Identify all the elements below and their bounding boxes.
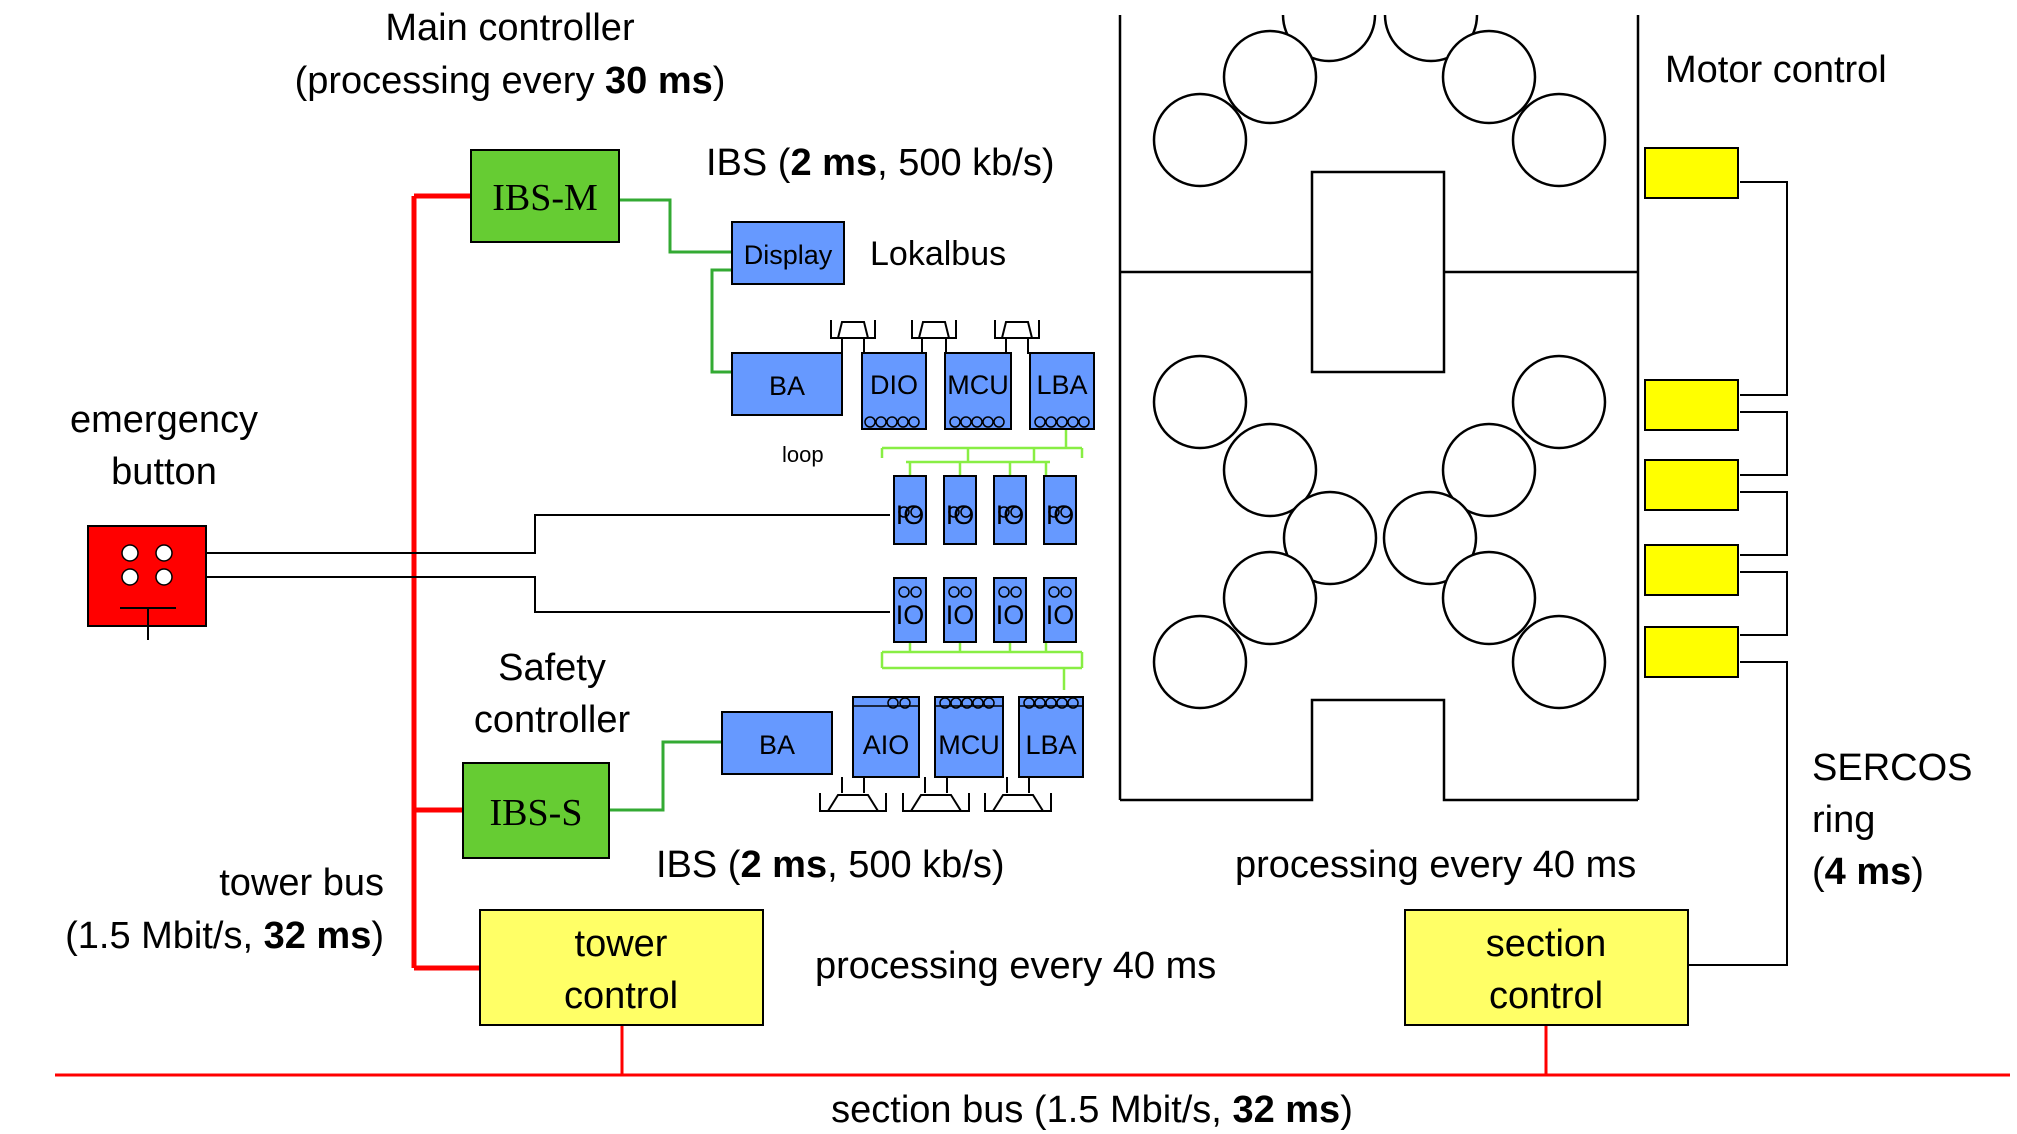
io-modules-upper: IO IO IO IO <box>893 475 1077 545</box>
ba-bottom-label: BA <box>759 730 795 760</box>
sercos-label-line1: SERCOS <box>1812 747 1972 789</box>
tower-bus-label-line1: tower bus <box>219 862 384 904</box>
emergency-label-line2: button <box>111 451 217 493</box>
emergency-label-line1: emergency <box>70 399 258 441</box>
io-module: IO <box>993 577 1027 643</box>
roller <box>1441 422 1537 518</box>
svg-text:IO: IO <box>946 600 975 630</box>
mcu-module-bottom: MCU <box>934 696 1004 778</box>
svg-text:IO: IO <box>1046 600 1075 630</box>
motor-drive <box>1644 379 1739 431</box>
roller <box>1222 29 1318 125</box>
roller <box>1382 490 1478 586</box>
roller <box>1511 92 1607 188</box>
main-controller-processing: (processing every 30 ms) <box>295 60 726 102</box>
io-module: IO <box>893 475 927 545</box>
ibs-bottom-label: IBS (2 ms, 500 kb/s) <box>656 844 1005 886</box>
io-module: IO <box>1043 577 1077 643</box>
svg-text:tower: tower <box>575 923 668 965</box>
safety-controller-line2: controller <box>474 699 631 741</box>
motor-drive <box>1644 459 1739 511</box>
ibs-top-label: IBS (2 ms, 500 kb/s) <box>706 142 1055 184</box>
main-controller-title: Main controller <box>385 7 635 49</box>
io-module: IO <box>943 577 977 643</box>
ibs-s-controller: IBS-S <box>462 762 610 859</box>
lba-module-bottom: LBA <box>1018 696 1084 778</box>
ba-top-label: BA <box>769 371 805 401</box>
lba-top-label: LBA <box>1036 370 1087 400</box>
section-processing-label: processing every 40 ms <box>1235 844 1636 886</box>
display-label: Display <box>744 240 833 270</box>
svg-text:control: control <box>564 975 678 1017</box>
svg-text:section: section <box>1486 923 1606 965</box>
motor-drives <box>1644 147 1739 678</box>
motor-control-label: Motor control <box>1665 49 1887 91</box>
lba-module-top: LBA <box>1029 352 1095 430</box>
section-control: section control <box>1404 909 1689 1026</box>
loop-connections <box>880 428 1084 690</box>
aio-label: AIO <box>863 730 910 760</box>
ibs-m-controller: IBS-M <box>470 149 620 243</box>
safety-controller-line1: Safety <box>498 647 606 689</box>
roller <box>1222 550 1318 646</box>
lba-bottom-label: LBA <box>1025 730 1076 760</box>
section-bus-label: section bus (1.5 Mbit/s, 32 ms) <box>831 1089 1353 1131</box>
roller <box>1152 92 1248 188</box>
sercos-label-line2: ring <box>1812 799 1875 841</box>
svg-text:IO: IO <box>896 600 925 630</box>
roller <box>1152 614 1248 710</box>
connectors-bottom <box>819 777 1052 812</box>
loop-label: loop <box>782 442 824 467</box>
sercos-label-line3: (4 ms) <box>1812 851 1924 893</box>
aio-module: AIO <box>852 696 920 778</box>
io-modules-lower: IO IO IO IO <box>893 577 1077 643</box>
io-module: IO <box>893 577 927 643</box>
ibs-link-lines <box>610 198 732 812</box>
motor-drive <box>1644 544 1739 596</box>
tower-bus-label-line2: (1.5 Mbit/s, 32 ms) <box>65 915 384 957</box>
io-module: IO <box>993 475 1027 545</box>
io-module: IO <box>1043 475 1077 545</box>
display-module: Display <box>731 221 845 285</box>
dio-module: DIO <box>861 352 927 430</box>
roller <box>1511 354 1607 450</box>
roller <box>1152 354 1248 450</box>
sercos-ring-wiring <box>1688 181 1788 966</box>
io-module: IO <box>943 475 977 545</box>
machine-outline <box>1118 15 1640 802</box>
svg-text:IO: IO <box>996 600 1025 630</box>
svg-text:control: control <box>1489 975 1603 1017</box>
roller <box>1282 490 1378 586</box>
roller <box>1222 422 1318 518</box>
mcu-top-label: MCU <box>947 370 1009 400</box>
mcu-bottom-label: MCU <box>938 730 1000 760</box>
emergency-wiring <box>130 514 890 640</box>
lokalbus-label: Lokalbus <box>870 235 1006 273</box>
roller <box>1441 550 1537 646</box>
machine-rollers <box>1152 14 1607 710</box>
motor-drive <box>1644 626 1739 678</box>
ibs-s-label: IBS-S <box>490 792 583 834</box>
mcu-module-top: MCU <box>944 352 1012 430</box>
tower-processing-label: processing every 40 ms <box>815 945 1216 987</box>
ba-module-top: BA <box>731 352 843 416</box>
tower-control: tower control <box>479 909 764 1026</box>
motor-drive <box>1644 147 1739 199</box>
section-bus-line <box>55 1025 2010 1077</box>
tower-bus-lines <box>411 193 480 971</box>
roller <box>1511 614 1607 710</box>
ibs-m-label: IBS-M <box>492 177 598 219</box>
dio-label: DIO <box>870 370 918 400</box>
emergency-button <box>87 525 207 640</box>
roller <box>1441 29 1537 125</box>
connectors-top <box>830 320 1040 354</box>
ba-module-bottom: BA <box>721 711 833 775</box>
